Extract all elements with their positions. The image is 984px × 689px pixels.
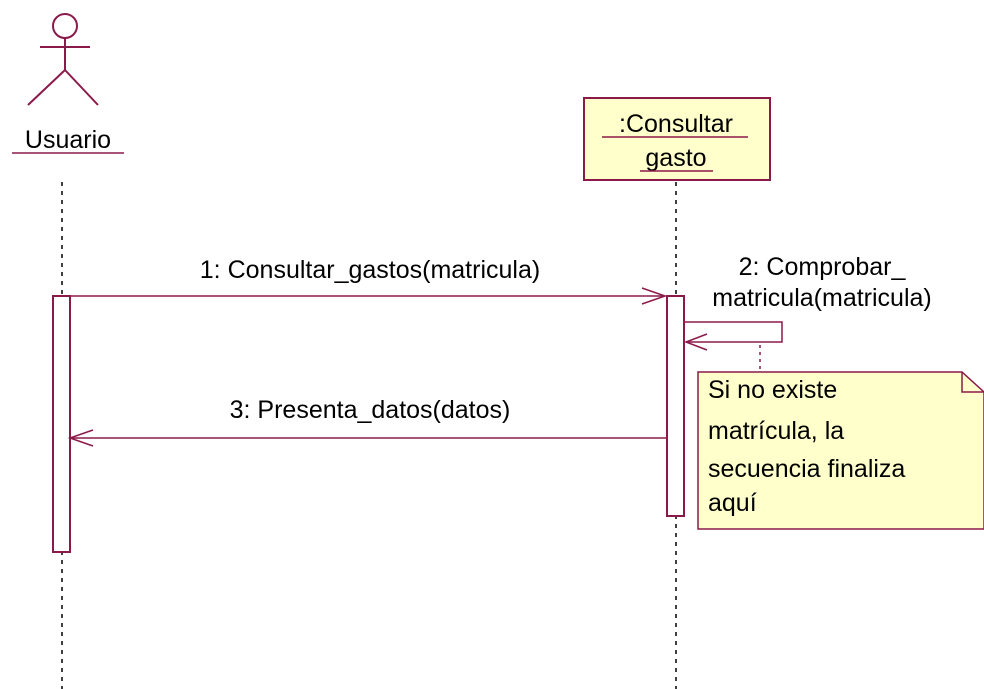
message-3-label: 3: Presenta_datos(datos) (230, 396, 511, 424)
actor-activation-bar (52, 295, 71, 553)
actor-icon (27, 13, 99, 106)
note-line-1: Si no existe (708, 376, 837, 404)
message-2-label-line1: 2: Comprobar_ (739, 253, 907, 281)
object-name-line1: :Consultar (619, 110, 733, 138)
note-line-2: matrícula, la (708, 417, 844, 445)
actor-name: Usuario (25, 126, 111, 154)
message-1-label: 1: Consultar_gastos(matricula) (200, 256, 540, 284)
object-name-line2: gasto (645, 144, 706, 172)
note-line-4: aquí (708, 489, 757, 517)
message-2-arrow (684, 321, 783, 343)
object-activation-bar (666, 295, 685, 517)
object-box (583, 97, 771, 181)
message-1-arrowhead-icon (641, 287, 668, 305)
message-2-label-line2: matricula(matricula) (712, 284, 931, 312)
note-line-3: secuencia finaliza (708, 455, 905, 483)
message-2-arrowhead-icon (683, 333, 708, 351)
message-3-arrowhead-icon (67, 429, 94, 447)
note-box (697, 371, 984, 530)
note-fold-icon (961, 372, 984, 393)
